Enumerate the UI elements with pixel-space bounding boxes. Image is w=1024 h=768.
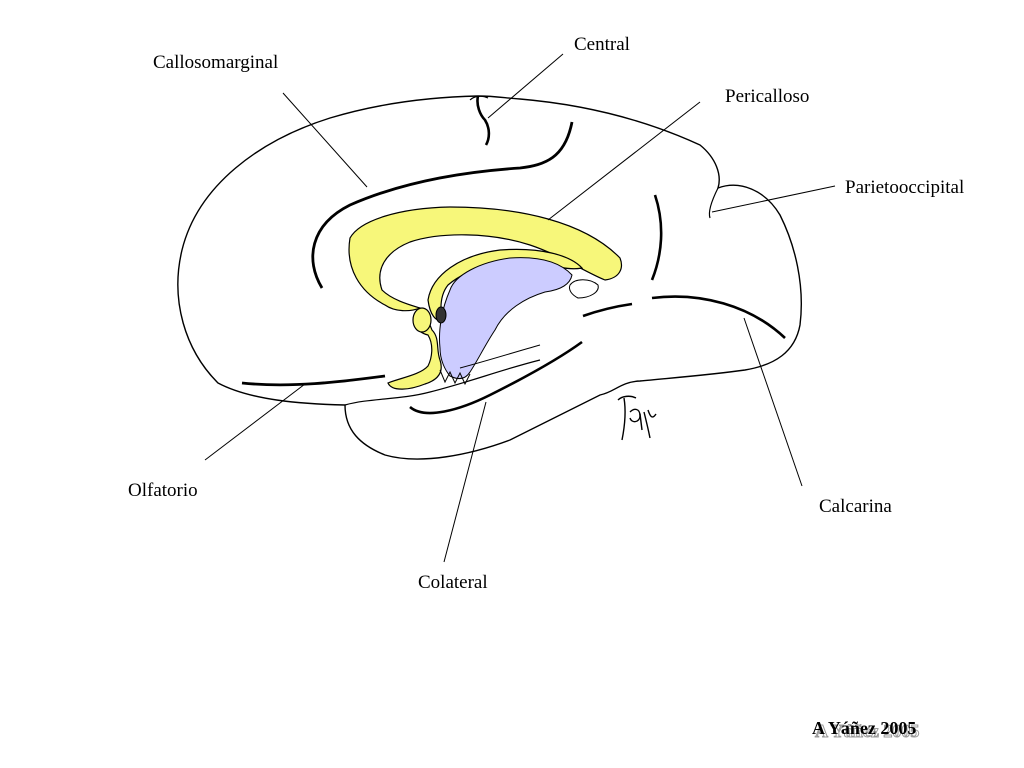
- label-pericalloso: Pericalloso: [725, 86, 810, 107]
- olfactory-sulcus: [241, 374, 386, 387]
- label-central: Central: [574, 34, 630, 55]
- central-sulcus: [476, 95, 491, 146]
- label-olfatorio: Olfatorio: [128, 480, 198, 501]
- label-colateral: Colateral: [418, 572, 488, 593]
- label-calcarina: Calcarina: [819, 496, 892, 517]
- anterior-commissure: [412, 307, 432, 333]
- credit-shadow: A Yáñez 2005: [814, 721, 920, 742]
- leader-parietooccipital: [711, 185, 836, 213]
- credit-text: A Yáñez 2005: [812, 718, 917, 738]
- leader-pericalloso: [547, 101, 701, 221]
- callosomarginal-sulcus: [311, 121, 574, 289]
- brain-outline: [177, 95, 802, 460]
- ventricle-thalamus: [439, 257, 573, 380]
- leader-calcarina: [743, 317, 803, 487]
- cingulate-posterior: [650, 194, 663, 281]
- interventricular-foramen: [435, 306, 447, 324]
- septal-area: [387, 311, 442, 390]
- corpus-callosum: [348, 206, 623, 312]
- leader-central: [487, 53, 564, 119]
- calcarine-sulcus-anterior: [582, 302, 633, 318]
- hippocampal-line: [459, 344, 541, 369]
- calcarine-sulcus: [651, 295, 786, 339]
- label-callosomarginal: Callosomarginal: [153, 52, 279, 73]
- pineal-notch: [569, 279, 599, 299]
- temporal-lobe-outline: [344, 359, 541, 406]
- artist-signature: [617, 395, 657, 441]
- leader-callosomarginal: [282, 92, 368, 188]
- collateral-sulcus: [409, 340, 583, 415]
- central-notch: [469, 95, 489, 101]
- label-parietooccipital: Parietooccipital: [845, 177, 965, 198]
- leader-colateral: [443, 401, 487, 563]
- leader-olfatorio: [204, 383, 306, 461]
- parieto-occipital-boundary: [708, 187, 719, 219]
- brainstem-edge: [439, 369, 471, 386]
